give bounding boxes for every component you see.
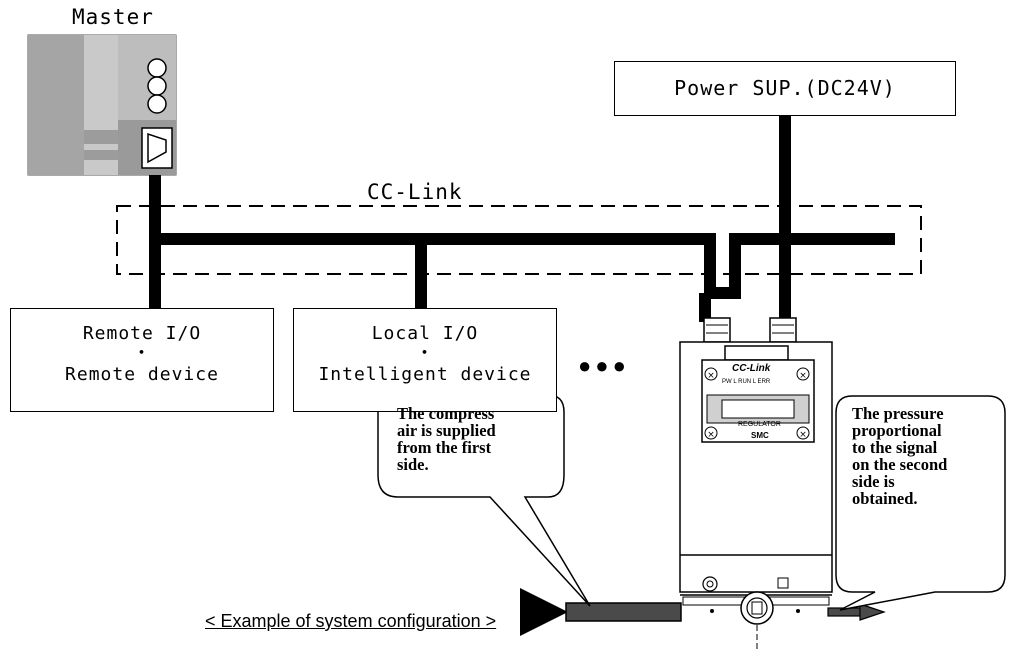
remote-io-label: Remote I/O	[82, 323, 202, 344]
master-plc	[27, 34, 177, 176]
intelligent-device-label: Intelligent device	[318, 364, 532, 385]
svg-text:×: ×	[707, 430, 715, 440]
remote-io-separator: ・	[132, 343, 152, 364]
remote-io-box: Remote I/O ・ Remote device	[10, 308, 274, 412]
figure-caption: < Example of system configuration >	[205, 611, 497, 631]
local-io-label: Local I/O	[371, 323, 479, 344]
cc-link-label: CC-Link	[367, 180, 463, 204]
callout-inlet-text: The compress air is supplied from the fi…	[397, 404, 496, 474]
cc-link-boundary	[116, 205, 922, 275]
local-io-box: Local I/O ・ Intelligent device	[293, 308, 557, 412]
local-io-separator: ・	[415, 343, 435, 364]
power-supply-label: Power SUP.(DC24V)	[674, 76, 896, 100]
inlet-pipe	[520, 588, 682, 636]
remote-device-label: Remote device	[65, 364, 219, 385]
callout-outlet-bubble	[835, 395, 1006, 611]
svg-text:×: ×	[799, 371, 807, 381]
callout-outlet-text: The pressure proportional to the signal …	[852, 404, 948, 508]
indicator-lamp-3	[147, 94, 167, 114]
regulator-panel-label: CC-Link	[732, 363, 771, 374]
regulator-brand-text: REGULATOR	[738, 421, 781, 428]
indicator-lamp-2	[147, 76, 167, 96]
power-supply-box: Power SUP.(DC24V)	[614, 61, 956, 116]
indicator-lamp-1	[147, 58, 167, 78]
connector-port	[141, 127, 173, 169]
master-label: Master	[72, 5, 154, 29]
cc-link-bus	[149, 115, 895, 322]
more-devices-ellipsis: ●●●	[578, 353, 630, 378]
regulator-maker-logo: SMC	[751, 431, 769, 440]
svg-text:×: ×	[707, 371, 715, 381]
electro-pneumatic-regulator: × × × ×	[679, 317, 833, 650]
regulator-led-labels: PW L RUN L ERR	[722, 379, 771, 385]
svg-text:×: ×	[799, 430, 807, 440]
